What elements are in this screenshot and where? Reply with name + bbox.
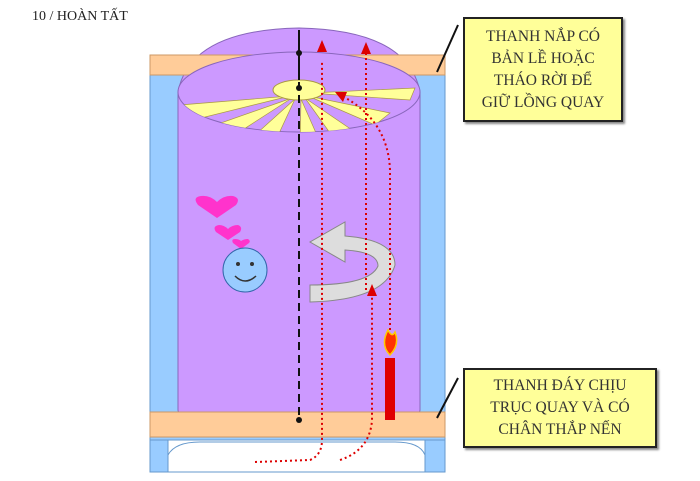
callout-line: THANH NẮP CÓ: [486, 27, 600, 45]
heart-icon: [195, 195, 250, 249]
smiley-icon: [222, 247, 268, 293]
callout-line: BẢN LỀ HOẶC: [491, 49, 595, 67]
callout-line: THANH ĐÁY CHỊU: [493, 377, 627, 394]
air-flow-lines: [254, 50, 391, 463]
callout-line: CHÂN THẮP NẾN: [498, 421, 622, 438]
candle: [385, 358, 395, 420]
frame-feet: [167, 441, 426, 473]
callout-line: GIỮ LỒNG QUAY: [481, 93, 605, 111]
top-bar-callout: THANH NẮP CÓ BẢN LỀ HOẶC THÁO RỜI ĐỂ GIỮ…: [463, 17, 623, 122]
callout-line: THÁO RỜI ĐỂ: [493, 71, 593, 89]
callout-line: TRỤC QUAY VÀ CÓ: [490, 399, 630, 416]
flame-icon: [383, 328, 398, 357]
rotation-arrow-icon: [308, 221, 396, 303]
slide-title: 10 / HOÀN TẤT: [32, 9, 128, 24]
bottom-bar: [149, 411, 446, 438]
bottom-bar-callout: THANH ĐÁY CHỊU TRỤC QUAY VÀ CÓ CHÂN THẮP…: [463, 368, 657, 448]
